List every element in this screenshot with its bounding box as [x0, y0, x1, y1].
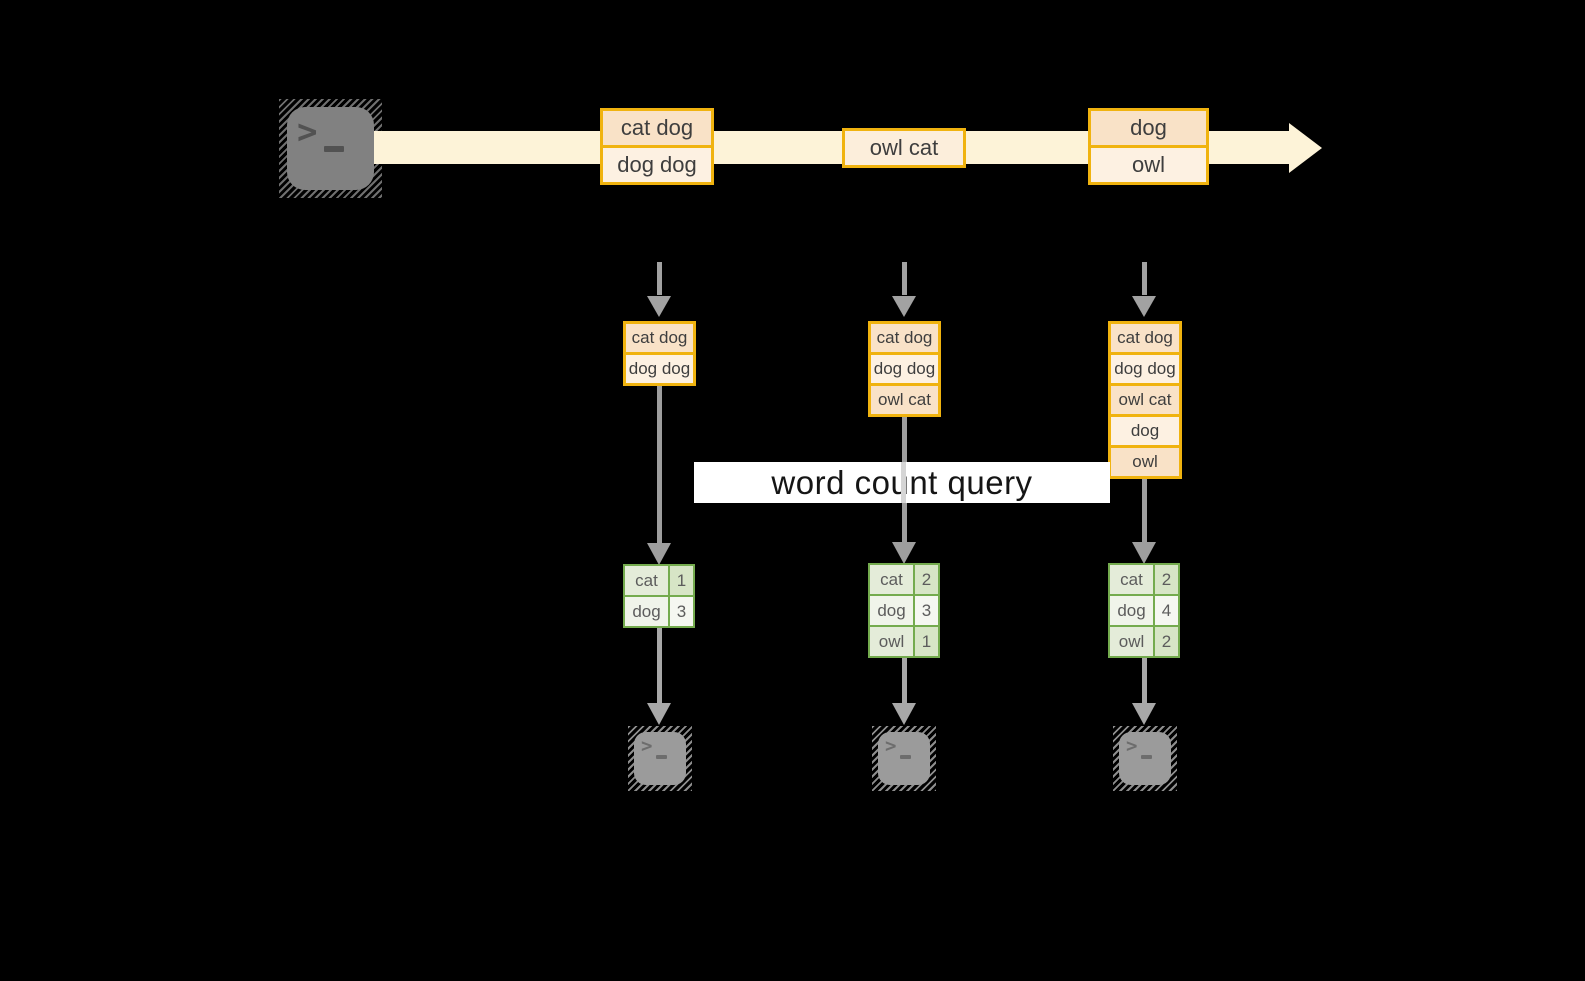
word-count-table-3: cat 2 dog 4 owl 2 [1108, 563, 1180, 658]
stream-event-1: cat dog dog dog [600, 108, 714, 185]
terminal-sink-icon: > [1113, 726, 1177, 791]
stream-event-2: owl cat [842, 128, 966, 168]
word-cell: owl [1110, 627, 1153, 656]
flow-arrow-head-icon [647, 543, 671, 565]
count-cell: 2 [1155, 565, 1178, 594]
buffer-1: cat dog dog dog [623, 321, 696, 386]
buffer-row: dog [1108, 414, 1182, 448]
terminal-screen: > [1119, 732, 1171, 785]
terminal-screen: > [634, 732, 686, 785]
buffer-row: dog dog [868, 352, 941, 386]
buffer-row: dog dog [623, 352, 696, 386]
flow-arrow-head-icon [892, 542, 916, 564]
prompt-chevron-icon: > [297, 112, 318, 152]
word-cell: cat [625, 566, 668, 595]
stream-arrow-head-icon [1289, 123, 1322, 173]
terminal-screen: > [878, 732, 930, 785]
word-cell: dog [1110, 596, 1153, 625]
prompt-cursor-icon [1141, 755, 1152, 759]
output-arrow-head-icon [892, 703, 916, 725]
buffer-row: owl cat [1108, 383, 1182, 417]
buffer-row: owl cat [868, 383, 941, 417]
count-cell: 1 [670, 566, 693, 595]
word-cell: cat [870, 565, 913, 594]
dashed-arrow [902, 262, 907, 295]
word-cell: cat [1110, 565, 1153, 594]
buffer-3: cat dog dog dog owl cat dog owl [1108, 321, 1182, 479]
count-cell: 3 [915, 596, 938, 625]
buffer-row: cat dog [1108, 321, 1182, 355]
count-cell: 2 [1155, 627, 1178, 656]
stream-event-3: dog owl [1088, 108, 1209, 185]
count-cell: 2 [915, 565, 938, 594]
terminal-source-icon: > [279, 99, 382, 198]
buffer-2: cat dog dog dog owl cat [868, 321, 941, 417]
prompt-cursor-icon [900, 755, 911, 759]
word-cell: owl [870, 627, 913, 656]
flow-arrow-head-icon [1132, 542, 1156, 564]
count-cell: 1 [915, 627, 938, 656]
word-cell: dog [625, 597, 668, 626]
count-cell: 3 [670, 597, 693, 626]
output-arrow [902, 658, 907, 704]
terminal-screen: > [287, 107, 374, 190]
buffer-row: owl [1108, 445, 1182, 479]
prompt-chevron-icon: > [1126, 735, 1138, 757]
word-count-table-1: cat 1 dog 3 [623, 564, 695, 628]
stream-event-row: dog [1088, 108, 1209, 148]
arrow-passline [901, 462, 906, 503]
dashed-arrow-head-icon [1132, 296, 1156, 317]
prompt-cursor-icon [656, 755, 667, 759]
word-count-table-2: cat 2 dog 3 owl 1 [868, 563, 940, 658]
output-arrow-head-icon [647, 703, 671, 725]
buffer-row: cat dog [868, 321, 941, 355]
stream-event-row: cat dog [600, 108, 714, 148]
buffer-row: cat dog [623, 321, 696, 355]
stream-event-row: dog dog [600, 145, 714, 185]
dashed-arrow-head-icon [647, 296, 671, 317]
buffer-row: dog dog [1108, 352, 1182, 386]
dashed-arrow-head-icon [892, 296, 916, 317]
flow-arrow [1142, 479, 1147, 543]
dashed-arrow [657, 262, 662, 295]
query-label: word count query [694, 462, 1110, 503]
output-arrow [1142, 658, 1147, 704]
prompt-chevron-icon: > [885, 735, 897, 757]
count-cell: 4 [1155, 596, 1178, 625]
word-cell: dog [870, 596, 913, 625]
dashed-arrow [1142, 262, 1147, 295]
stream-event-row: owl cat [842, 128, 966, 168]
prompt-cursor-icon [324, 146, 344, 152]
prompt-chevron-icon: > [641, 735, 653, 757]
terminal-sink-icon: > [872, 726, 936, 791]
flow-arrow [657, 386, 662, 544]
output-arrow-head-icon [1132, 703, 1156, 725]
stream-event-row: owl [1088, 145, 1209, 185]
output-arrow [657, 628, 662, 704]
terminal-sink-icon: > [628, 726, 692, 791]
